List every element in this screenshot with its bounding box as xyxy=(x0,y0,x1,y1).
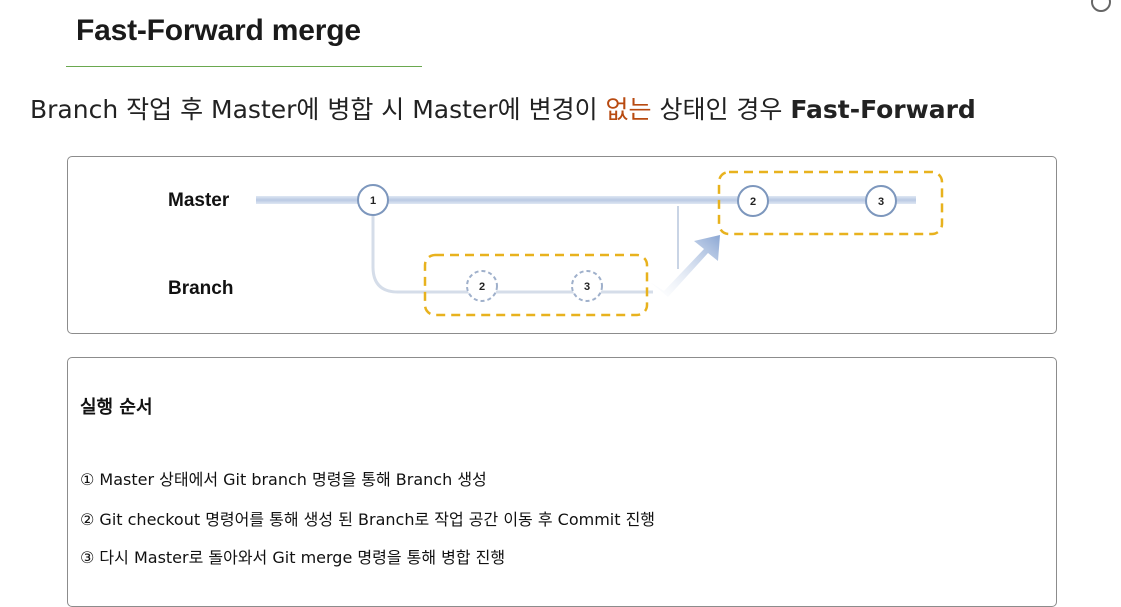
subtitle-text-2: 상태인 경우 xyxy=(651,95,791,124)
step-3: ③ 다시 Master로 돌아와서 Git merge 명령을 통해 병합 진행 xyxy=(80,548,506,567)
step-2: ② Git checkout 명령어를 통해 생성 된 Branch로 작업 공… xyxy=(80,510,656,529)
steps-box: 실행 순서 ① Master 상태에서 Git branch 명령을 통해 Br… xyxy=(67,357,1057,607)
master-commit-3: 3 xyxy=(865,185,897,217)
master-label: Master xyxy=(168,190,230,211)
commit-label: 2 xyxy=(479,281,485,293)
subtitle-highlight: 없는 xyxy=(605,95,652,124)
merge-diagram: Master Branch 1 2 3 2 3 xyxy=(168,170,944,317)
master-commit-1: 1 xyxy=(357,184,389,216)
step-1: ① Master 상태에서 Git branch 명령을 통해 Branch 생… xyxy=(80,470,487,489)
commit-label: 2 xyxy=(750,196,756,208)
title-underline xyxy=(66,66,422,67)
subtitle-bold: Fast-Forward xyxy=(790,95,976,124)
master-fast-forward-box xyxy=(717,170,944,236)
commit-label: 1 xyxy=(370,195,376,207)
corner-decoration xyxy=(1091,0,1111,12)
master-commit-2: 2 xyxy=(737,185,769,217)
subtitle-text-1: Branch 작업 후 Master에 병합 시 Master에 변경이 xyxy=(30,95,606,124)
subtitle: Branch 작업 후 Master에 병합 시 Master에 변경이 없는 … xyxy=(30,90,976,126)
fast-forward-arrow xyxy=(650,235,720,297)
master-line xyxy=(256,196,916,204)
page-title: Fast-Forward merge xyxy=(76,14,361,47)
branch-commit-3: 3 xyxy=(571,270,603,302)
branch-label: Branch xyxy=(168,278,233,299)
branch-commits-box xyxy=(423,253,649,317)
diagram-box: Master Branch 1 2 3 2 3 xyxy=(67,156,1057,334)
branch-commit-2: 2 xyxy=(466,270,498,302)
branch-line xyxy=(371,205,653,294)
commit-label: 3 xyxy=(878,196,884,208)
steps-heading: 실행 순서 xyxy=(80,397,153,418)
commit-label: 3 xyxy=(584,281,590,293)
